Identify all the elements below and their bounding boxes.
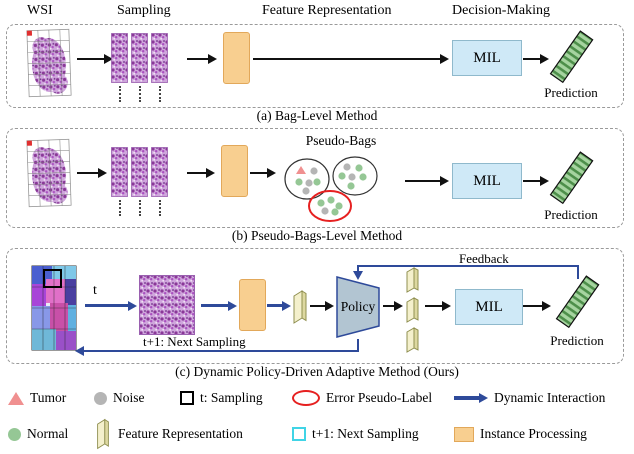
dynamic-arrow-right-icon [85, 300, 137, 311]
panel-a-box: MIL Prediction [6, 24, 624, 108]
feedback-line [357, 265, 579, 267]
dynamic-arrow-right-icon [201, 300, 237, 311]
header-decision-making: Decision-Making [452, 3, 550, 18]
ellipsis-dots-icon [119, 200, 121, 216]
patch-image [111, 147, 128, 202]
panel-c-box: t Policy MIL [6, 248, 624, 364]
ellipsis-dots-icon [159, 86, 161, 102]
arrow-right-icon [425, 300, 451, 311]
legend-instance-processing: Instance Processing [454, 416, 587, 452]
legend-label: Normal [27, 426, 69, 441]
arrow-right-icon [310, 300, 334, 311]
header-wsi: WSI [27, 3, 53, 18]
feature-bar [291, 287, 309, 332]
arrow-right-icon [253, 53, 449, 64]
feedback-line [577, 265, 579, 279]
mil-box: MIL [452, 163, 522, 199]
normal-circle-icon [8, 427, 21, 441]
feedback-line [357, 265, 359, 273]
policy-label: Policy [340, 299, 376, 314]
legend-label: Tumor [30, 390, 67, 405]
arrow-right-icon [523, 175, 549, 186]
instance-processing-block [239, 279, 266, 331]
legend-label: Noise [113, 390, 145, 405]
arrow-right-icon [523, 300, 551, 311]
legend-normal: Normal [8, 416, 68, 452]
legend-label: Feature Representation [118, 426, 243, 441]
pseudo-bags-diagram [279, 149, 403, 228]
arrow-right-icon [187, 53, 217, 64]
prediction-bar [549, 30, 595, 89]
arrow-right-icon [77, 167, 107, 178]
caption-panel-a: (a) Bag-Level Method [256, 108, 378, 123]
patch-image-large [139, 275, 195, 340]
next-sampling-label: t+1: Next Sampling [143, 334, 246, 349]
mil-box: MIL [455, 289, 523, 325]
legend-label: t+1: Next Sampling [312, 426, 419, 441]
feedback-label: Feedback [459, 251, 509, 266]
patch-image [111, 33, 128, 88]
feedback-arrowhead-down-icon [353, 271, 363, 280]
legend-tumor: Tumor [8, 390, 66, 406]
sampling-square-icon [180, 391, 194, 405]
legend-dynamic-interaction: Dynamic Interaction [454, 390, 605, 406]
tumor-triangle-icon [8, 391, 24, 405]
instance-processing-icon [454, 426, 474, 442]
panel-b-box: Pseudo-Bags [6, 128, 624, 228]
arrow-right-icon [405, 175, 449, 186]
ellipsis-dots-icon [139, 86, 141, 102]
patch-image [151, 33, 168, 88]
legend-next-sampling: t+1: Next Sampling [292, 416, 419, 452]
arrow-right-icon [523, 53, 549, 64]
ellipsis-dots-icon [139, 200, 141, 216]
feature-bar [405, 325, 421, 360]
patch-image [131, 33, 148, 88]
arrow-right-icon [383, 300, 403, 311]
caption-panel-b: (b) Pseudo-Bags-Level Method [231, 228, 403, 243]
mil-box: MIL [452, 40, 522, 76]
ellipsis-dots-icon [159, 200, 161, 216]
dynamic-arrow-icon [454, 393, 488, 404]
legend-label: Error Pseudo-Label [326, 390, 433, 405]
legend-t-sampling: t: Sampling [180, 390, 263, 406]
legend-noise: Noise [94, 390, 145, 406]
legend-label: t: Sampling [200, 390, 263, 405]
feature-bar [405, 265, 421, 300]
dynamic-arrow-right-icon [267, 300, 291, 311]
legend-label: Instance Processing [480, 426, 587, 441]
next-sampling-square-icon [292, 427, 306, 441]
wsi-thumbnail-b [26, 138, 72, 212]
patch-image [131, 147, 148, 202]
prediction-bar [549, 151, 595, 210]
t-step-label: t [93, 283, 97, 298]
wsi-thumbnail-a [26, 28, 72, 102]
pseudo-bags-label: Pseudo-Bags [305, 133, 377, 148]
arrow-right-icon [187, 167, 215, 178]
feature-bar-icon [97, 418, 109, 450]
next-sampling-line [83, 350, 359, 352]
next-sampling-arrowhead-left-icon [75, 346, 84, 356]
instance-processing-block [223, 32, 250, 84]
legend-feature-representation: Feature Representation [94, 416, 243, 452]
header-sampling: Sampling [117, 3, 171, 18]
error-ellipse-icon [292, 390, 320, 406]
arrow-right-icon [77, 53, 113, 64]
prediction-label: Prediction [550, 333, 604, 348]
prediction-bar [555, 275, 601, 334]
wsi-thumbnail-c [31, 265, 77, 356]
feature-bar [405, 295, 421, 330]
next-sampling-line [357, 339, 359, 352]
noise-circle-icon [94, 391, 107, 405]
legend-label: Dynamic Interaction [494, 390, 606, 405]
header-feature-representation: Feature Representation [262, 3, 392, 18]
caption-panel-c: (c) Dynamic Policy-Driven Adaptive Metho… [175, 364, 459, 379]
instance-processing-block [221, 145, 248, 197]
prediction-label: Prediction [544, 207, 598, 222]
policy-trapezoid [335, 275, 381, 344]
patch-image [151, 147, 168, 202]
arrow-right-icon [250, 167, 276, 178]
prediction-label: Prediction [544, 85, 598, 100]
legend-error-pseudo-label: Error Pseudo-Label [292, 390, 432, 406]
ellipsis-dots-icon [119, 86, 121, 102]
